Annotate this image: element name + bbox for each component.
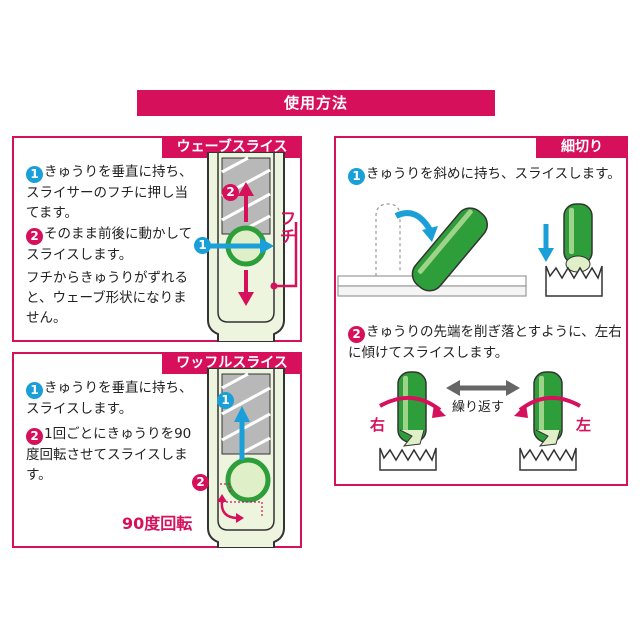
- step-text: きゅうりを垂直に持ち、スライサーのフチに押し当てます。: [26, 164, 193, 221]
- wave-note: フチからきゅうりがずれると、ウェーブ形状になりません。: [26, 270, 188, 326]
- julienne-step1-illustration: [337, 203, 603, 297]
- wave-marker-1: 1: [194, 237, 211, 254]
- repeat-label: 繰り返す: [452, 400, 505, 415]
- step-number: 1: [26, 382, 43, 399]
- edge-label: フチ: [280, 209, 297, 246]
- waffle-slicer-illustration: [207, 368, 285, 548]
- step-number: 2: [26, 428, 43, 445]
- left-label: 左: [576, 416, 592, 434]
- step-text: きゅうりを垂直に持ち、スライスします。: [26, 380, 193, 417]
- waffle-marker-1: 1: [217, 392, 234, 409]
- page-title: 使用方法: [137, 90, 495, 116]
- wave-marker-2: 2: [222, 184, 239, 201]
- step-text: そのまま前後に動かしてスライスします。: [26, 226, 193, 263]
- step-number: 1: [348, 168, 365, 185]
- step-number: 2: [26, 228, 43, 245]
- waffle-marker-2: 2: [192, 474, 209, 491]
- step-text: 1回ごとにきゅうりを90度回転させてスライスします。: [26, 426, 192, 483]
- wave-slicer-illustration: [207, 152, 298, 342]
- julienne-step2-illustration: [379, 371, 581, 471]
- rotate-label: 90度回転: [122, 514, 193, 533]
- step-number: 1: [26, 166, 43, 183]
- step-number: 2: [348, 326, 365, 343]
- step-text: きゅうりの先端を削ぎ落とすように、左右に傾けてスライスします。: [348, 324, 622, 361]
- right-label: 右: [370, 416, 386, 434]
- step-text: きゅうりを斜めに持ち、スライスします。: [366, 166, 621, 182]
- julienne-tab: 細切り: [536, 136, 628, 158]
